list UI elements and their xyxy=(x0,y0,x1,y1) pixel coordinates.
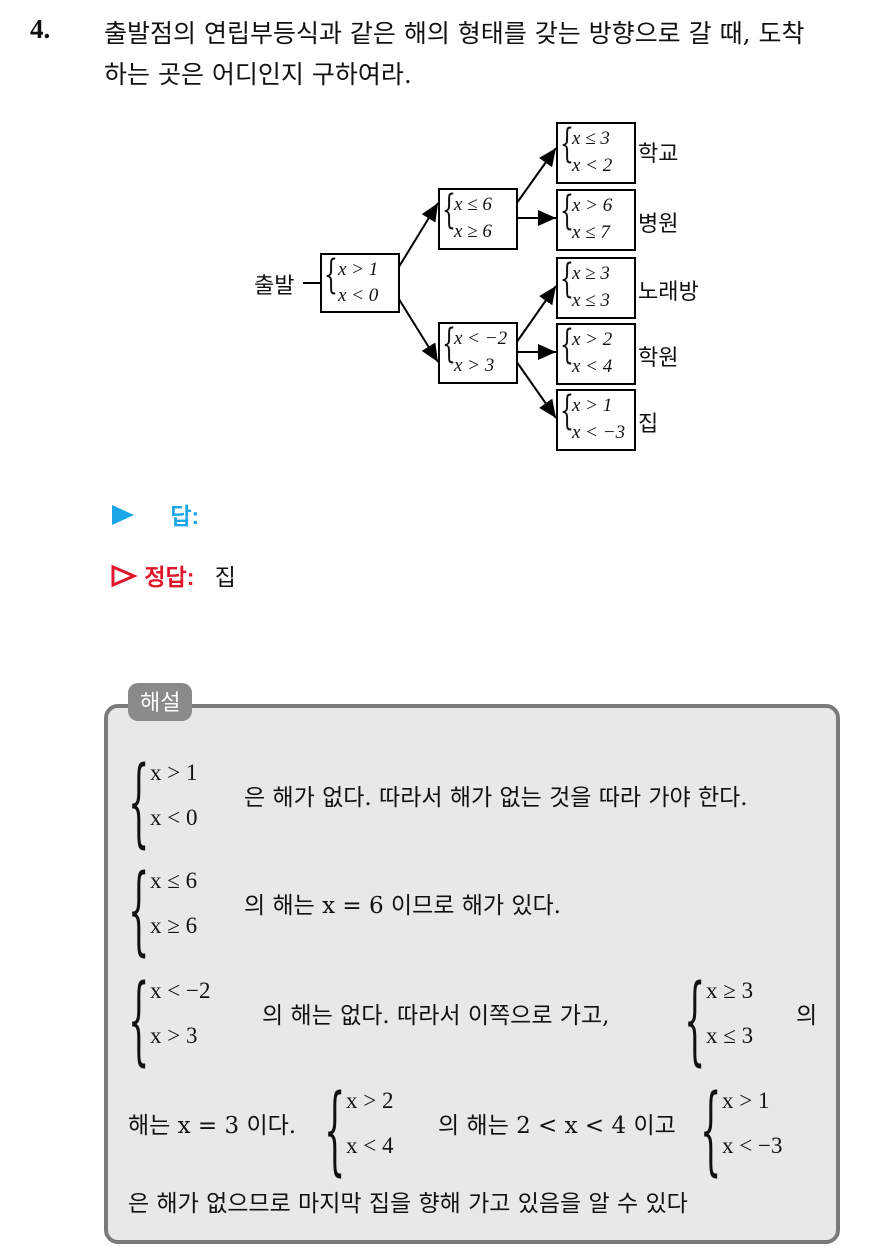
node-mid-lower-a: x < −2 xyxy=(454,328,508,349)
node-root-b: x < 0 xyxy=(338,285,379,306)
answer-label: 답: xyxy=(170,503,200,529)
start-label: 출발 xyxy=(254,274,295,299)
leaf-home-a: x > 1 xyxy=(572,395,613,416)
leaf-karaoke-a: x ≥ 3 xyxy=(572,263,610,284)
place-karaoke: 노래방 xyxy=(638,280,699,305)
question-number: 4. xyxy=(30,14,51,44)
question-text-line2: 하는 곳은 어디인지 구하여라. xyxy=(104,60,412,89)
leaf-karaoke-b: x ≤ 3 xyxy=(572,290,610,311)
explanation-tag: 해설 xyxy=(128,683,193,721)
node-mid-lower: { x < −2 x > 3 xyxy=(438,322,518,384)
node-root-a: x > 1 xyxy=(338,259,379,280)
arrow-lower-karaoke xyxy=(513,285,557,347)
place-academy: 학원 xyxy=(638,346,679,371)
leaf-hospital-a: x > 6 xyxy=(572,195,613,216)
path-diagram xyxy=(303,147,557,419)
explanation-text-2: 의 해는 x = 6 이므로 해가 있다. xyxy=(244,893,561,919)
node-leaf-karaoke: { x ≥ 3 x ≤ 3 xyxy=(556,257,636,319)
arrow-root-lower xyxy=(396,295,439,363)
answer-row: 답: xyxy=(110,497,199,531)
system-5-a: x > 2 xyxy=(346,1088,394,1113)
arrow-upper-school xyxy=(513,147,557,208)
system-1-a: x > 1 xyxy=(150,760,198,785)
explanation-text-6: 의 해는 2 < x < 4 이고 xyxy=(438,1113,676,1139)
node-mid-lower-b: x > 3 xyxy=(454,355,495,376)
leaf-home-b: x < −3 xyxy=(572,422,626,443)
arrow-lower-home xyxy=(513,357,557,419)
system-3-a: x < −2 xyxy=(150,978,211,1003)
system-4-a: x ≥ 3 xyxy=(706,978,754,1003)
system-3-b: x > 3 xyxy=(150,1023,198,1048)
node-leaf-school: { x ≤ 3 x < 2 xyxy=(556,122,636,184)
question-text-line1: 출발점의 연립부등식과 같은 해의 형태를 갖는 방향으로 갈 때, 도착 xyxy=(104,19,805,48)
node-leaf-academy: { x > 2 x < 4 xyxy=(556,323,636,385)
leaf-academy-b: x < 4 xyxy=(572,356,613,377)
system-2-a: x ≤ 6 xyxy=(150,868,198,893)
leaf-academy-a: x > 2 xyxy=(572,329,613,350)
explanation-text-1: 은 해가 없다. 따라서 해가 없는 것을 따라 가야 한다. xyxy=(244,785,748,811)
place-hospital: 병원 xyxy=(638,212,679,237)
node-mid-upper-b: x ≥ 6 xyxy=(454,221,492,242)
node-root: { x > 1 x < 0 xyxy=(320,253,400,313)
node-leaf-home: { x > 1 x < −3 xyxy=(556,389,636,451)
system-2-b: x ≥ 6 xyxy=(150,913,198,938)
system-6-a: x > 1 xyxy=(722,1088,770,1113)
explanation-text-3: 의 해는 없다. 따라서 이쪽으로 가고, xyxy=(262,1003,610,1029)
system-6-b: x < −3 xyxy=(722,1133,783,1158)
arrow-root-upper xyxy=(396,202,439,271)
explanation-text-5: 해는 x = 3 이다. xyxy=(128,1113,297,1139)
outlined-triangle-icon xyxy=(111,564,138,588)
leaf-school-a: x ≤ 3 xyxy=(572,128,610,149)
explanation-text-7: 은 해가 없으므로 마지막 집을 향해 가고 있음을 알 수 있다 xyxy=(128,1191,688,1217)
place-school: 학교 xyxy=(638,142,679,167)
filled-triangle-icon xyxy=(112,505,134,525)
place-home: 집 xyxy=(638,412,659,437)
node-mid-upper-a: x ≤ 6 xyxy=(454,194,492,215)
correct-answer-label: 정답: xyxy=(144,564,195,590)
system-1-b: x < 0 xyxy=(150,805,198,830)
correct-answer-row: 정답: 집 xyxy=(110,558,236,592)
node-leaf-hospital: { x > 6 x ≤ 7 xyxy=(556,189,636,251)
explanation-text-4: 의 xyxy=(796,1003,818,1029)
explanation-box xyxy=(104,704,840,1244)
leaf-hospital-b: x ≤ 7 xyxy=(572,222,610,243)
correct-answer-value: 집 xyxy=(214,565,236,591)
system-4-b: x ≤ 3 xyxy=(706,1023,754,1048)
system-5-b: x < 4 xyxy=(346,1133,394,1158)
leaf-school-b: x < 2 xyxy=(572,155,613,176)
node-mid-upper: { x ≤ 6 x ≥ 6 xyxy=(438,188,518,250)
